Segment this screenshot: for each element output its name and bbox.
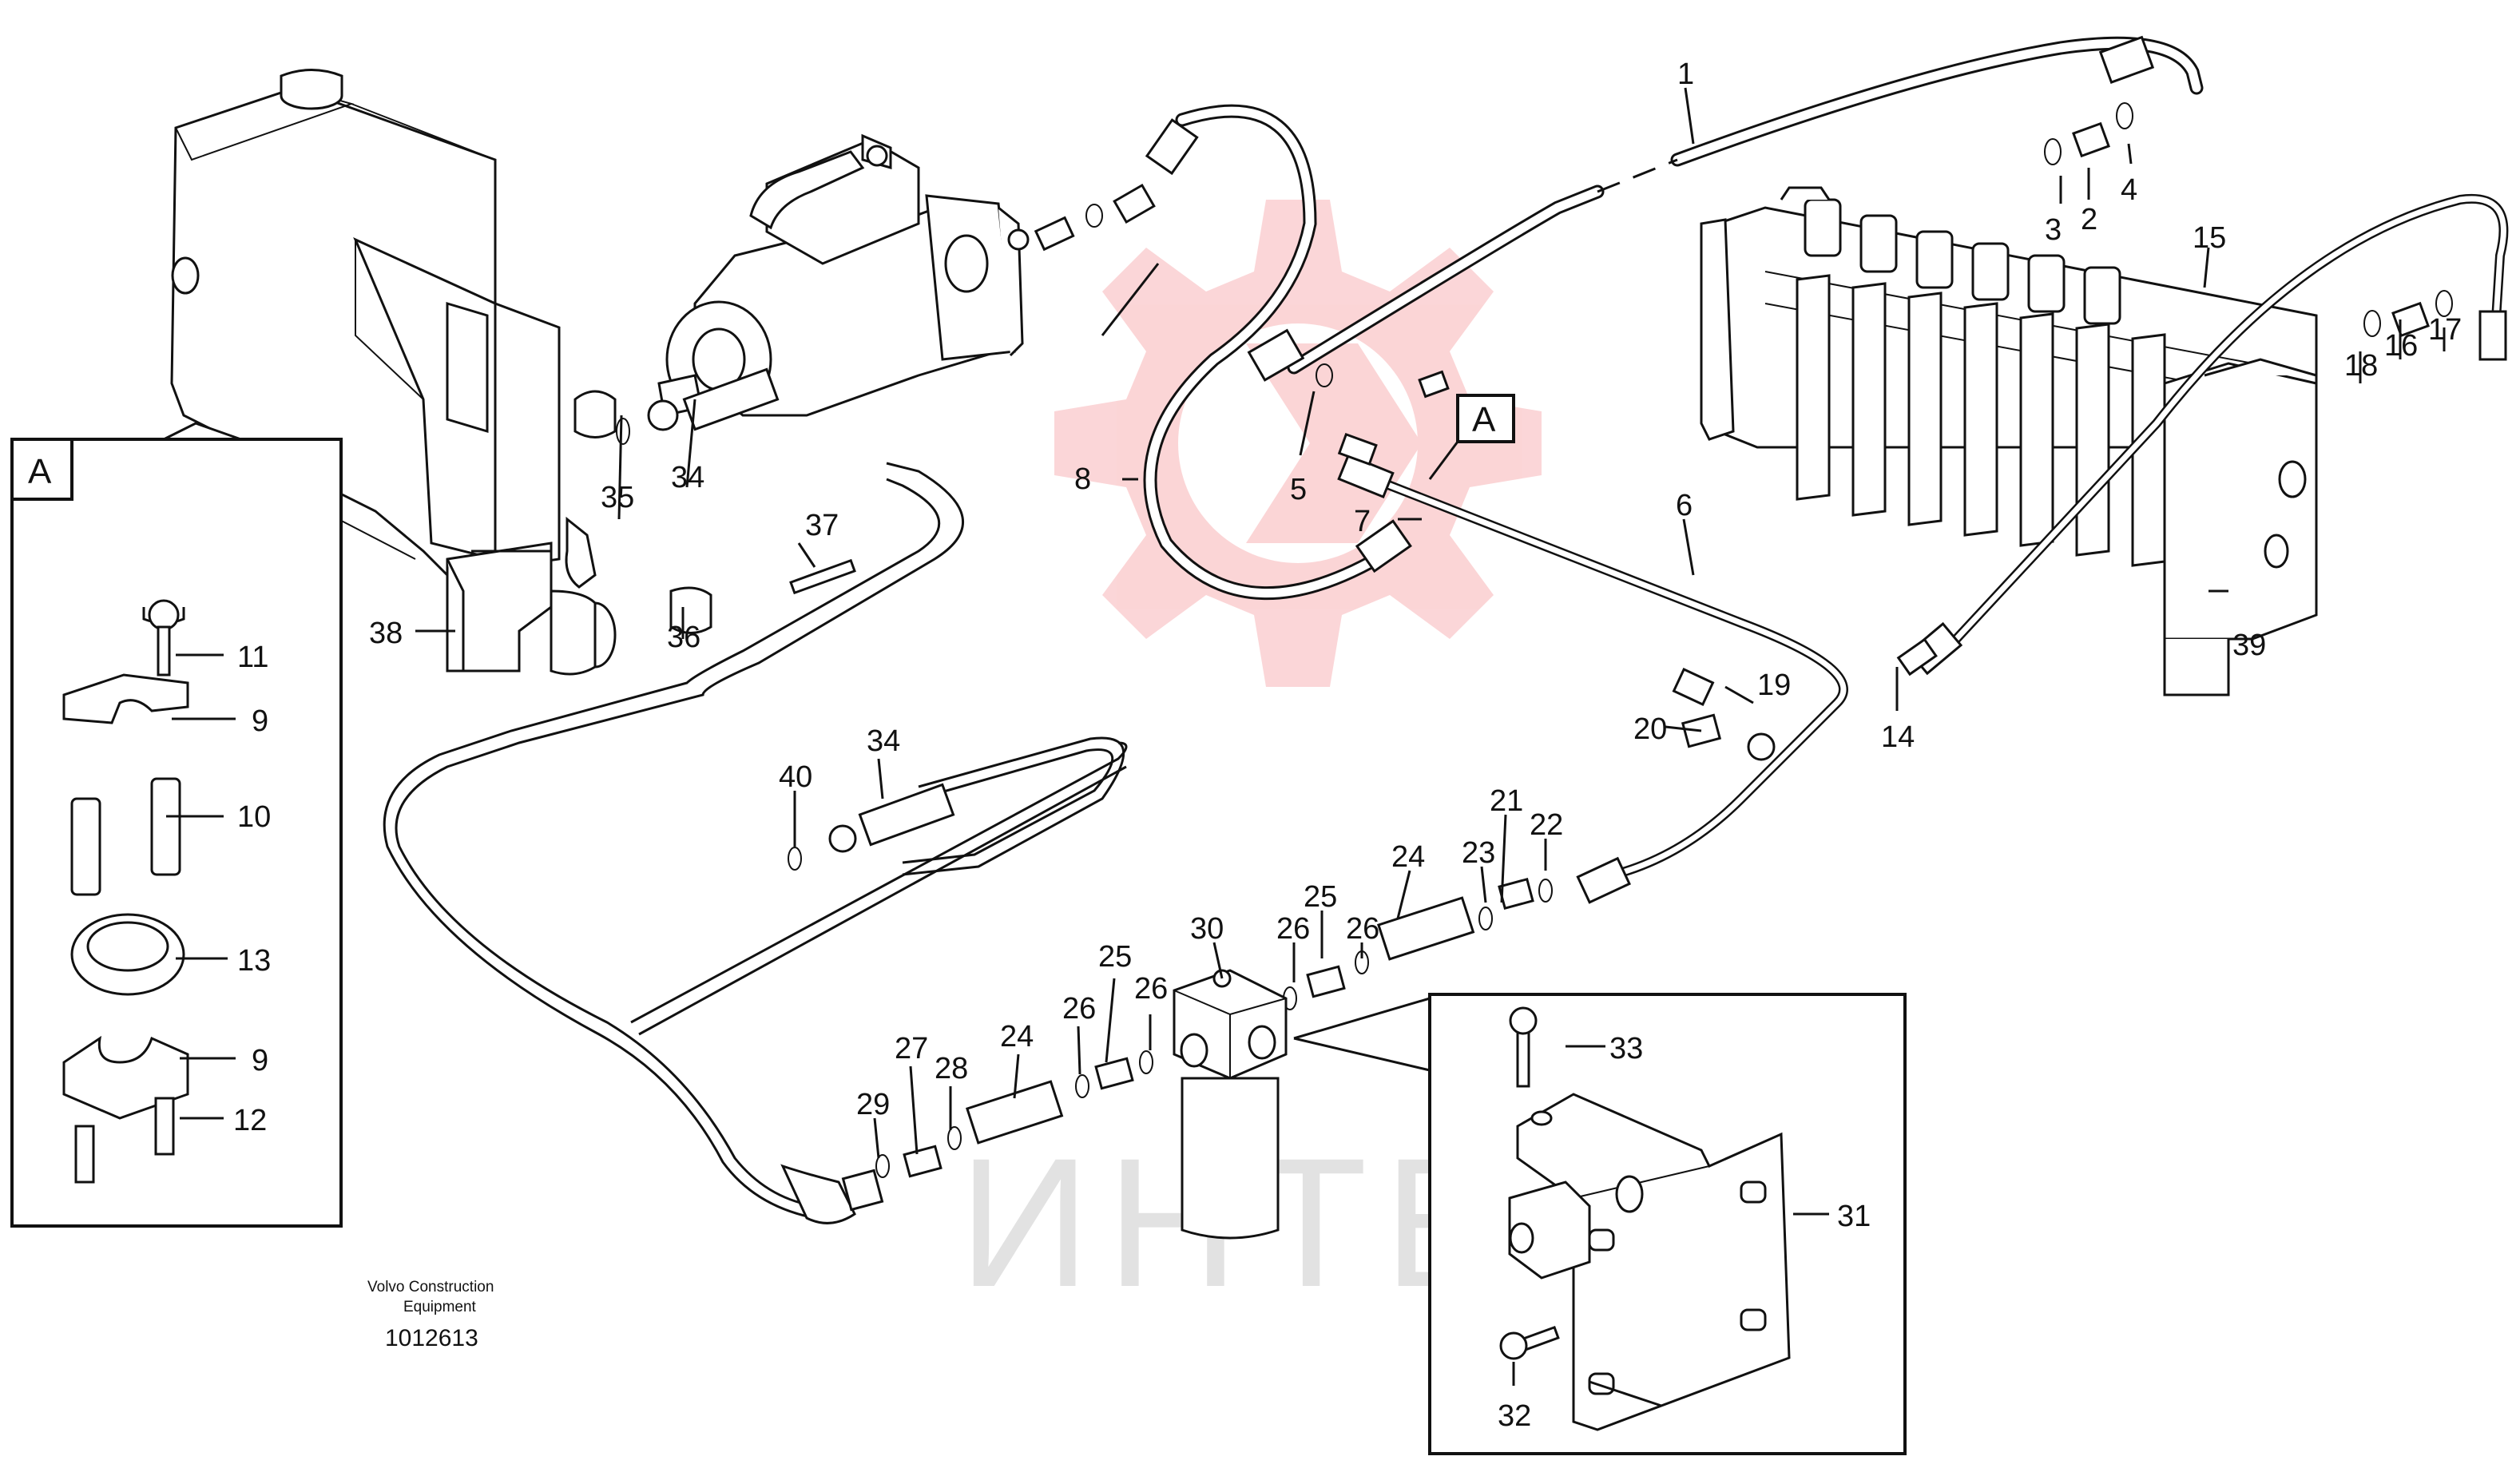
callout-2: 2 bbox=[2081, 203, 2097, 236]
callout-9a: 9 bbox=[252, 704, 268, 738]
callout-8: 8 bbox=[1074, 462, 1091, 496]
hose-15 bbox=[1907, 193, 2509, 676]
callout-33: 33 bbox=[1609, 1032, 1643, 1065]
callout-numbers: 1 2 3 4 5 6 7 8 9 10 11 13 9 12 14 15 16… bbox=[233, 58, 2462, 1433]
watermark-logo bbox=[1054, 200, 1542, 687]
callout-15: 15 bbox=[2193, 221, 2226, 255]
callout-24a: 24 bbox=[1000, 1020, 1034, 1053]
fittings bbox=[573, 102, 2453, 1178]
callout-9b: 9 bbox=[252, 1044, 268, 1077]
detail-box-bracket bbox=[1293, 993, 1907, 1455]
callout-10: 10 bbox=[237, 800, 271, 834]
suction-line bbox=[383, 462, 1128, 1224]
callout-26c: 26 bbox=[1276, 912, 1310, 946]
callout-12: 12 bbox=[233, 1104, 267, 1137]
callout-23: 23 bbox=[1462, 836, 1495, 870]
callout-25a: 25 bbox=[1098, 940, 1132, 974]
callout-1: 1 bbox=[1677, 58, 1694, 91]
callout-20: 20 bbox=[1633, 712, 1667, 746]
callout-26d: 26 bbox=[1346, 912, 1379, 946]
control-valve bbox=[1700, 186, 2318, 696]
callout-19: 19 bbox=[1757, 669, 1791, 702]
hose-8 bbox=[1143, 104, 1412, 601]
callout-3: 3 bbox=[2045, 213, 2062, 247]
callout-39: 39 bbox=[2232, 629, 2266, 662]
footer-code: 1012613 bbox=[385, 1325, 478, 1351]
callout-14: 14 bbox=[1881, 720, 1915, 754]
callout-4: 4 bbox=[2121, 173, 2137, 207]
callout-27: 27 bbox=[895, 1032, 928, 1065]
callout-30: 30 bbox=[1190, 912, 1224, 946]
callout-29: 29 bbox=[856, 1088, 890, 1121]
detail-box-a: A bbox=[10, 438, 343, 1228]
return-filter bbox=[1173, 969, 1288, 1240]
detail-marker-a: A bbox=[1428, 394, 1515, 480]
callout-34b: 34 bbox=[867, 724, 900, 758]
detail-box-a-label: A bbox=[28, 452, 52, 491]
callout-26b: 26 bbox=[1134, 972, 1168, 1006]
callout-22: 22 bbox=[1530, 808, 1563, 842]
callout-13: 13 bbox=[237, 944, 271, 978]
clamp-parts bbox=[62, 599, 189, 1184]
svg-text:A: A bbox=[1472, 400, 1496, 439]
callout-31: 31 bbox=[1837, 1200, 1871, 1233]
callout-18: 18 bbox=[2344, 349, 2378, 383]
callout-16: 16 bbox=[2384, 329, 2418, 363]
callout-21: 21 bbox=[1490, 784, 1523, 818]
callout-35: 35 bbox=[601, 481, 634, 514]
callout-34a: 34 bbox=[671, 461, 704, 494]
footer-company-line2: Equipment bbox=[403, 1299, 477, 1315]
callout-6: 6 bbox=[1676, 489, 1693, 522]
callout-26a: 26 bbox=[1062, 992, 1096, 1026]
leader-lines bbox=[415, 87, 2446, 1159]
hose-6 bbox=[1337, 453, 1848, 904]
callout-32: 32 bbox=[1498, 1399, 1531, 1433]
callout-17: 17 bbox=[2428, 313, 2462, 347]
callout-37: 37 bbox=[805, 509, 839, 542]
callout-11: 11 bbox=[237, 641, 268, 674]
callout-40: 40 bbox=[779, 760, 812, 794]
callout-38: 38 bbox=[369, 617, 403, 650]
footer-company: Volvo Construction bbox=[367, 1279, 494, 1295]
callout-5: 5 bbox=[1290, 473, 1307, 506]
callout-7: 7 bbox=[1354, 505, 1371, 538]
footer: Volvo Construction Equipment 1012613 bbox=[367, 1279, 494, 1351]
hose-1 bbox=[1247, 35, 2204, 382]
callout-36: 36 bbox=[667, 621, 700, 654]
callout-28: 28 bbox=[935, 1052, 968, 1085]
callout-24b: 24 bbox=[1391, 840, 1425, 874]
callout-25b: 25 bbox=[1304, 880, 1337, 914]
hydraulic-pump bbox=[657, 133, 1024, 419]
